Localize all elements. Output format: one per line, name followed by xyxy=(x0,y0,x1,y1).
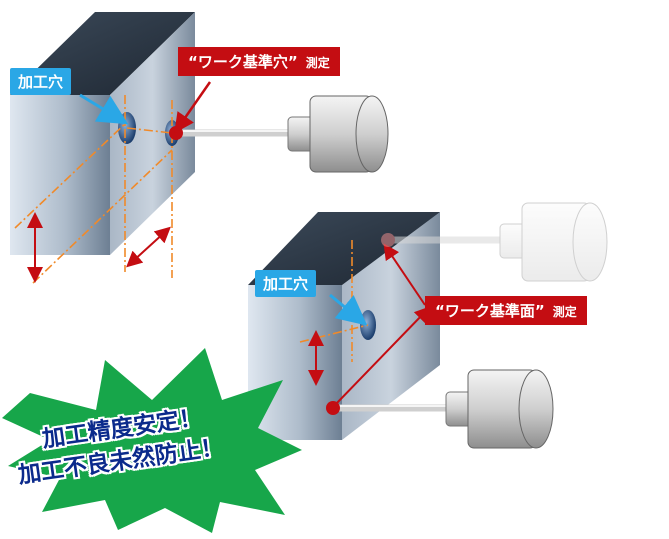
bottom-diagonal-dimension-arrow xyxy=(334,306,431,406)
top-probe-icon xyxy=(169,95,389,173)
bottom-reference-label: “ワーク基準面” 測定 xyxy=(425,296,587,325)
starburst-badge-icon xyxy=(2,348,302,533)
top-reference-label-text: “ワーク基準穴” xyxy=(188,53,298,71)
bottom-workpiece-block xyxy=(248,212,440,440)
bottom-lower-probe-icon xyxy=(326,369,554,449)
bottom-reference-label-text: “ワーク基準面” xyxy=(435,302,545,320)
bottom-reference-suffix: 測定 xyxy=(552,305,577,319)
top-reference-pointer xyxy=(174,81,212,134)
top-hole-pointer xyxy=(79,93,129,125)
bottom-guide-lines xyxy=(299,240,369,362)
bottom-upper-diagonal-arrow xyxy=(383,243,426,306)
top-workpiece-block xyxy=(10,12,195,255)
top-reference-label: “ワーク基準穴” 測定 xyxy=(178,47,340,76)
top-reference-suffix: 測定 xyxy=(305,56,330,70)
bottom-hole-label: 加工穴 xyxy=(255,270,317,297)
top-hole-label: 加工穴 xyxy=(10,68,72,95)
bottom-upper-probe-icon xyxy=(381,202,608,282)
top-horizontal-dimension-arrow xyxy=(126,226,171,268)
bottom-hole-pointer xyxy=(329,293,368,326)
